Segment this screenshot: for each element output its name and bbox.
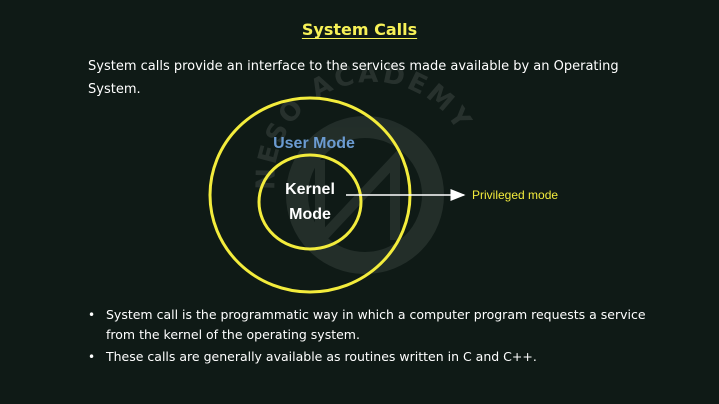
kernel-label-line1: Kernel <box>285 181 335 198</box>
bullet-item: • System call is the programmatic way in… <box>88 305 648 345</box>
kernel-mode-ring <box>257 153 363 251</box>
bullet-text: These calls are generally available as r… <box>106 349 537 364</box>
intro-text: System calls provide an interface to the… <box>88 59 619 97</box>
kernel-label-line2: Mode <box>289 206 331 223</box>
bullet-marker: • <box>88 308 96 322</box>
user-mode-label: User Mode <box>273 135 355 152</box>
bullet-item: • These calls are generally available as… <box>88 347 648 367</box>
privileged-mode-label: Privileged mode <box>472 188 558 202</box>
bullet-text: System call is the programmatic way in w… <box>106 307 646 342</box>
bullet-list: • System call is the programmatic way in… <box>88 305 648 369</box>
slide-title: System Calls <box>301 20 418 39</box>
bullet-marker: • <box>88 350 96 364</box>
